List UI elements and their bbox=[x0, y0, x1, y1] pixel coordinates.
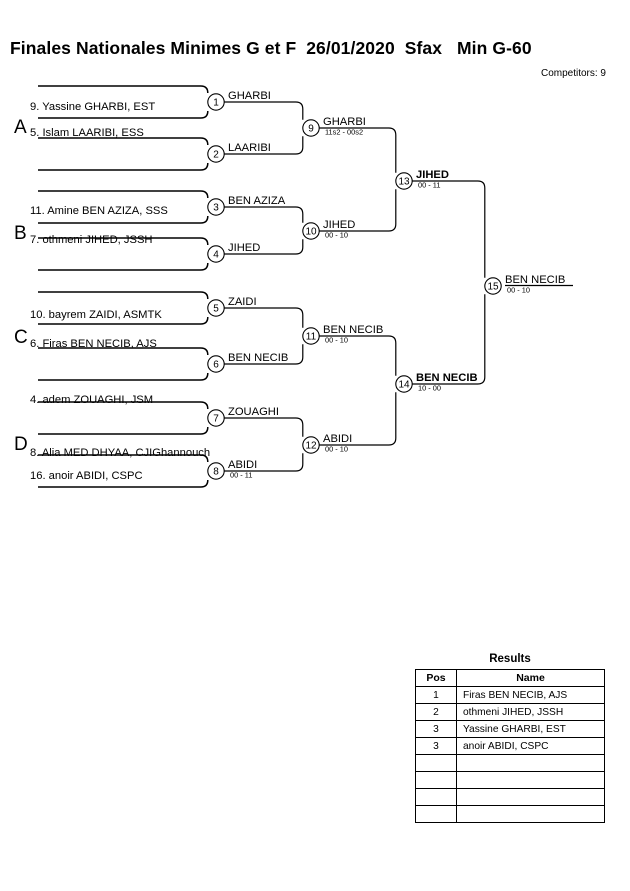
player-name: 10. bayrem ZAIDI, ASMTK bbox=[30, 309, 162, 321]
match-number: 5 bbox=[213, 304, 219, 315]
match-score: 10 - 00 bbox=[418, 384, 441, 393]
match-score: 00 - 10 bbox=[325, 445, 348, 454]
page-title: Finales Nationales Minimes G et F 26/01/… bbox=[10, 38, 532, 58]
player-name: 5. Islam LAARIBI, ESS bbox=[30, 127, 144, 139]
match-number: 10 bbox=[305, 227, 317, 238]
match-winner: ZAIDI bbox=[228, 296, 257, 308]
player-name: 8. Alia MED DHYAA, CJIGhannouch bbox=[30, 447, 210, 459]
player-name: 7. othmeni JIHED, JSSH bbox=[30, 234, 152, 246]
match-number: 12 bbox=[305, 441, 317, 452]
match-winner: LAARIBI bbox=[228, 142, 271, 154]
results-row-pos bbox=[415, 754, 457, 772]
results-row-pos: 1 bbox=[415, 686, 457, 704]
results-header-row: Pos Name bbox=[415, 669, 605, 687]
section-letter-C: C bbox=[14, 327, 28, 348]
match-winner: JIHED bbox=[416, 169, 449, 181]
match-winner: JIHED bbox=[228, 242, 260, 254]
match-winner: GHARBI bbox=[228, 90, 271, 102]
results-row-name: Yassine GHARBI, EST bbox=[456, 720, 605, 738]
match-winner: BEN AZIZA bbox=[228, 195, 286, 207]
match-number: 2 bbox=[213, 150, 219, 161]
section-letter-D: D bbox=[14, 434, 28, 455]
results-row-name bbox=[456, 788, 605, 806]
player-name: 4. adem ZOUAGHI, JSM bbox=[30, 394, 153, 406]
match-winner: ABIDI bbox=[323, 433, 352, 445]
match-winner: BEN NECIB bbox=[416, 372, 478, 384]
match-number: 13 bbox=[398, 177, 410, 188]
match-score: 00 - 11 bbox=[230, 471, 252, 480]
section-letter-B: B bbox=[14, 223, 27, 244]
match-number: 9 bbox=[308, 124, 314, 135]
match-score: 00 - 10 bbox=[507, 286, 530, 295]
match-number: 4 bbox=[213, 250, 219, 261]
results-row-name bbox=[456, 805, 605, 823]
results-row-pos bbox=[415, 771, 457, 789]
results-row-pos: 3 bbox=[415, 737, 457, 755]
match-score: 11s2 - 00s2 bbox=[325, 128, 363, 137]
results-row bbox=[415, 754, 605, 772]
match-score: 00 - 10 bbox=[325, 231, 348, 240]
match-winner: ABIDI bbox=[228, 459, 257, 471]
results-col-pos: Pos bbox=[415, 669, 457, 687]
match-number: 6 bbox=[213, 360, 219, 371]
match-number: 14 bbox=[398, 380, 410, 391]
match-number: 3 bbox=[213, 203, 219, 214]
results-row bbox=[415, 771, 605, 789]
match-winner: BEN NECIB bbox=[228, 352, 288, 364]
results-row-pos bbox=[415, 805, 457, 823]
results-row-pos: 2 bbox=[415, 703, 457, 721]
player-name: 16. anoir ABIDI, CSPC bbox=[30, 470, 143, 482]
player-name: 11. Amine BEN AZIZA, SSS bbox=[30, 205, 168, 217]
match-winner: JIHED bbox=[323, 219, 355, 231]
match-number: 7 bbox=[213, 414, 219, 425]
match-number: 15 bbox=[487, 282, 499, 293]
match-score: 00 - 11 bbox=[418, 181, 440, 190]
match-winner: BEN NECIB bbox=[323, 324, 383, 336]
match-winner: ZOUAGHI bbox=[228, 406, 279, 418]
results-row bbox=[415, 788, 605, 806]
results-title: Results bbox=[489, 653, 531, 665]
results-row-name: Firas BEN NECIB, AJS bbox=[456, 686, 605, 704]
results-row-name bbox=[456, 754, 605, 772]
match-number: 1 bbox=[213, 98, 219, 109]
match-number: 8 bbox=[213, 467, 219, 478]
match-number: 11 bbox=[306, 332, 317, 343]
results-row-pos: 3 bbox=[415, 720, 457, 738]
match-winner: BEN NECIB bbox=[505, 274, 565, 286]
player-name: 6. Firas BEN NECIB, AJS bbox=[30, 338, 157, 350]
section-letter-A: A bbox=[14, 117, 27, 138]
competitors-count: Competitors: 9 bbox=[540, 68, 606, 79]
player-name: 9. Yassine GHARBI, EST bbox=[30, 101, 155, 113]
results-row-name bbox=[456, 771, 605, 789]
results-col-name: Name bbox=[456, 669, 605, 687]
results-row bbox=[415, 805, 605, 823]
results-row-pos bbox=[415, 788, 457, 806]
match-score: 00 - 10 bbox=[325, 336, 348, 345]
match-winner: GHARBI bbox=[323, 116, 366, 128]
results-row-name: anoir ABIDI, CSPC bbox=[456, 737, 605, 755]
results-row-name: othmeni JIHED, JSSH bbox=[456, 703, 605, 721]
bracket-lines bbox=[38, 85, 573, 488]
